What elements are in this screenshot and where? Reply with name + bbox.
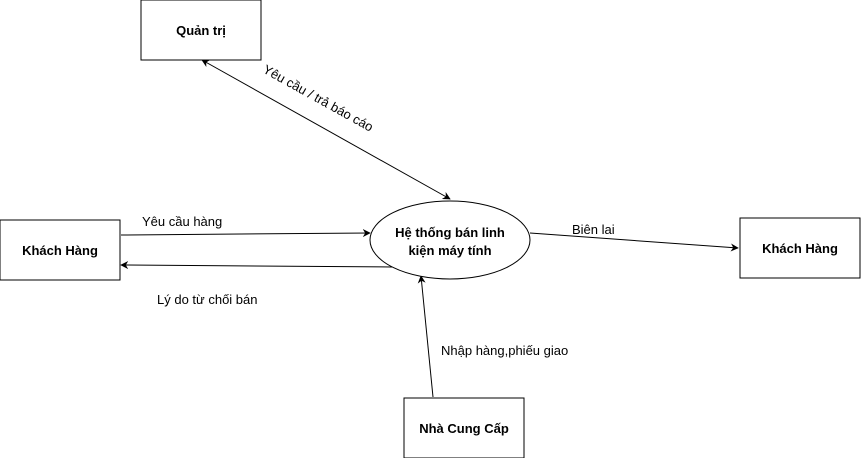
supplier-box — [403, 397, 525, 458]
customer-request-arrow — [120, 229, 371, 238]
supplier-label: Nhà Cung Cấp — [419, 421, 509, 436]
system-label-line1: Hệ thống bán linh — [395, 225, 505, 240]
rejection-reason-label: Lý do từ chối bán — [157, 292, 258, 307]
edge-receipt: Biên lai — [529, 222, 739, 252]
supplier-input-arrow — [417, 275, 434, 398]
supplier-entity: Nhà Cung Cấp — [403, 397, 525, 458]
admin-system-label: Yêu cầu / trả báo cáo — [261, 62, 376, 135]
customer-right-entity: Khách Hàng — [739, 217, 861, 279]
customer-request-label: Yêu cầu hàng — [142, 214, 222, 229]
admin-label: Quản trị — [176, 23, 226, 38]
customer-right-label: Khách Hàng — [762, 241, 838, 256]
customer-left-box — [0, 219, 121, 281]
customer-left-label: Khách Hàng — [22, 243, 98, 258]
system-process: Hệ thống bán linh kiện máy tính — [369, 200, 531, 280]
edge-rejection-reason: Lý do từ chối bán — [120, 261, 393, 307]
receipt-arrow — [529, 232, 739, 252]
receipt-label: Biên lai — [572, 222, 615, 237]
supplier-input-label: Nhập hàng,phiếu giao — [441, 343, 568, 358]
customer-left-entity: Khách Hàng — [0, 219, 121, 281]
edge-supplier-input: Nhập hàng,phiếu giao — [417, 275, 568, 398]
admin-system-arrow — [201, 59, 451, 200]
edge-customer-request: Yêu cầu hàng — [120, 214, 371, 238]
admin-box — [140, 0, 262, 61]
system-ellipse — [369, 200, 531, 280]
system-label-line2: kiện máy tính — [408, 243, 491, 258]
customer-right-box — [739, 217, 861, 279]
admin-entity: Quản trị — [140, 0, 262, 61]
edge-admin-system: Yêu cầu / trả báo cáo — [201, 59, 451, 200]
rejection-reason-arrow — [120, 261, 393, 270]
